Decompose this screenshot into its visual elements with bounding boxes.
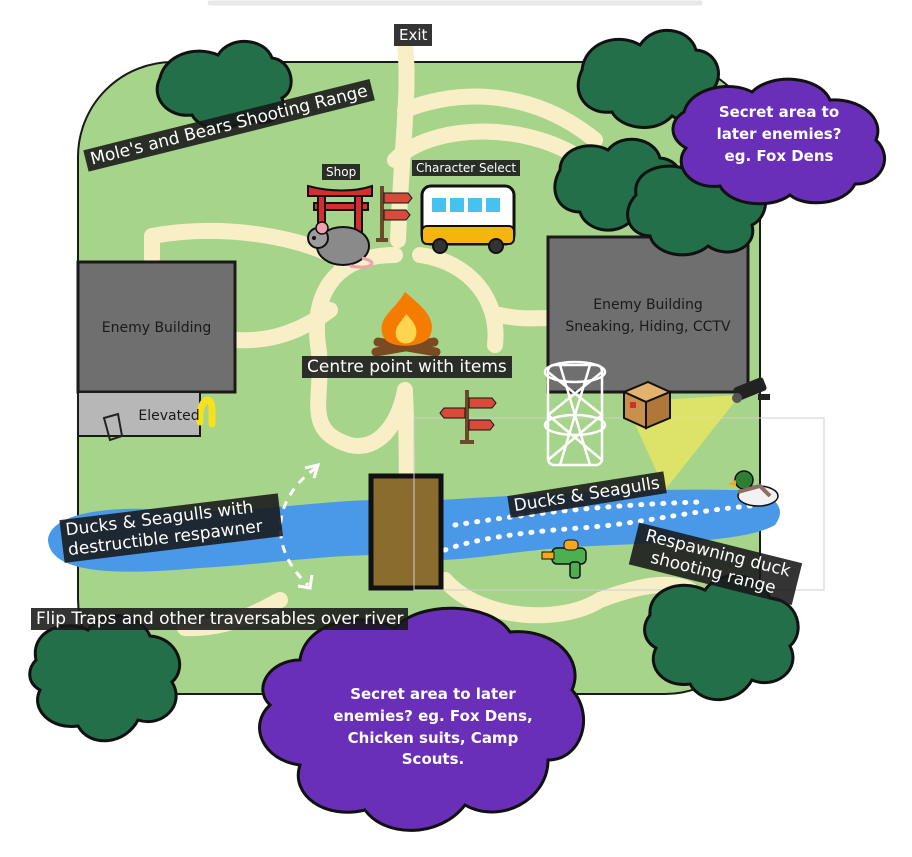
cloud-bottom — [258, 606, 586, 832]
shop-label: Shop — [322, 164, 361, 181]
ladder-icon — [102, 412, 124, 442]
flip-arrow-head-top — [304, 462, 321, 479]
exit-path — [390, 37, 415, 248]
path-right-building — [492, 307, 556, 327]
duck-icon — [728, 470, 779, 507]
elevated-label: Elevated — [138, 408, 200, 424]
package-icon — [621, 380, 673, 430]
cloud-shapes — [258, 77, 887, 832]
watchtower-scribble — [543, 360, 607, 467]
enemy-building-left — [76, 260, 237, 394]
enemy-building-right-title: Enemy Building — [593, 297, 703, 313]
path-exit-right — [397, 88, 603, 148]
centre-point-label: Centre point with items — [302, 356, 512, 379]
secret-area-bottom-text: Secret area to later enemies? eg. Fox De… — [333, 685, 533, 769]
tree-bottom-right — [643, 574, 800, 702]
torii-gate-icon — [307, 184, 373, 241]
centre-loop — [309, 247, 413, 454]
enemy-building-right-subtitle: Sneaking, Hiding, CCTV — [565, 319, 731, 335]
flip-arrow — [278, 466, 317, 587]
paths — [144, 37, 698, 637]
signpost-icon-centre — [439, 390, 497, 444]
exit-label: Exit — [394, 24, 433, 46]
campfire-icon — [371, 292, 441, 357]
yellow-ramp — [196, 396, 216, 428]
path-bottom-loop — [437, 572, 698, 624]
character-select-label: Character Select — [412, 160, 521, 177]
duck-range-outline — [413, 417, 825, 591]
secret-area-top-right-text: Secret area to later enemies? eg. Fox De… — [716, 103, 842, 165]
elevated-platform — [77, 391, 201, 437]
centre-loop-right — [412, 247, 504, 353]
water-gun-icon — [541, 539, 587, 579]
duck-route — [442, 499, 763, 553]
bridge — [368, 473, 444, 591]
signpost-icon — [376, 186, 413, 242]
cctv-camera-icon — [732, 377, 770, 403]
enemy-building-left-title: Enemy Building — [101, 320, 212, 336]
cloud-top-right — [671, 77, 887, 206]
flip-arrow-head-bottom — [297, 574, 314, 590]
tree-icon — [28, 28, 800, 743]
bus-icon — [420, 184, 516, 254]
rat-icon — [307, 221, 374, 269]
flip-traps-label: Flip Traps and other traversables over r… — [31, 608, 409, 631]
